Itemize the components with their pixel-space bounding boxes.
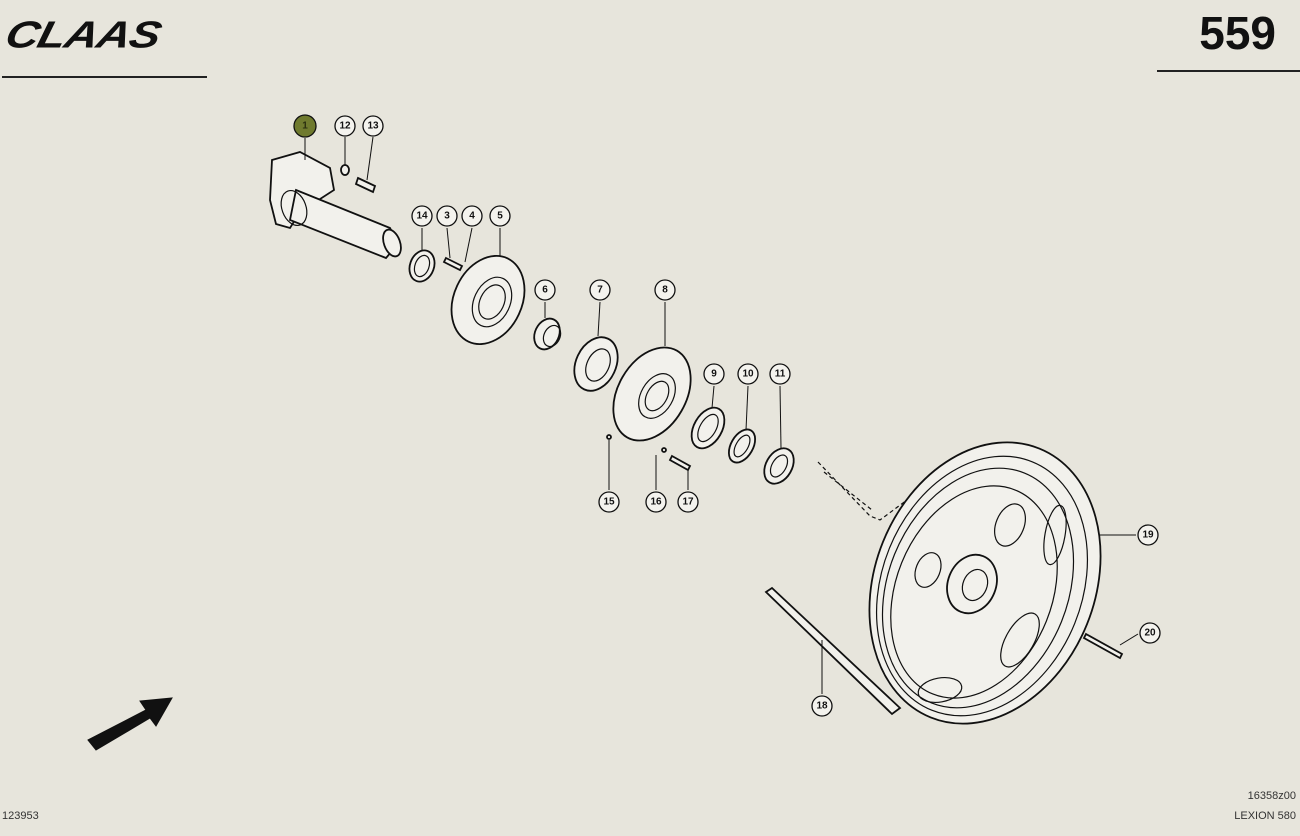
part-1-shaft	[269, 138, 402, 260]
callout-19[interactable]: 19	[1137, 524, 1159, 546]
model-name: LEXION 580	[1234, 810, 1296, 822]
svg-text:10: 10	[742, 369, 754, 380]
part-15-16-17-fasteners	[606, 434, 692, 490]
callout-13[interactable]: 13	[362, 115, 384, 137]
part-6-bushing	[533, 302, 562, 351]
svg-text:12: 12	[339, 121, 351, 132]
page-number-rule	[1157, 70, 1300, 72]
svg-text:16: 16	[650, 497, 662, 508]
part-3-4-bolt	[442, 227, 473, 272]
callout-17[interactable]: 17	[677, 491, 699, 513]
callout-9[interactable]: 9	[703, 363, 725, 385]
part-5-flange-bearing	[450, 228, 526, 345]
callout-8[interactable]: 8	[654, 279, 676, 301]
part-8-flange-plate	[612, 302, 692, 442]
svg-text:11: 11	[775, 369, 786, 380]
callout-7[interactable]: 7	[589, 279, 611, 301]
document-id: 123953	[2, 810, 39, 822]
callout-18[interactable]: 18	[811, 695, 833, 717]
callout-11[interactable]: 11	[769, 363, 791, 385]
svg-text:18: 18	[816, 701, 828, 712]
drawing-number: 16358z00	[1247, 790, 1296, 802]
svg-text:19: 19	[1142, 530, 1154, 541]
part-11-ring	[763, 385, 795, 485]
svg-text:14: 14	[416, 211, 428, 222]
callout-16[interactable]: 16	[645, 491, 667, 513]
svg-text:4: 4	[469, 211, 475, 222]
part-9-ring	[690, 385, 726, 450]
svg-text:3: 3	[444, 211, 450, 222]
callout-10[interactable]: 10	[737, 363, 759, 385]
part-19-pulley	[817, 441, 1136, 725]
callout-4[interactable]: 4	[461, 205, 483, 227]
part-12-13-fasteners	[340, 136, 377, 194]
logo-rule	[2, 76, 207, 78]
arrow-up-right-icon	[87, 697, 173, 751]
svg-text:7: 7	[597, 285, 603, 296]
callout-12[interactable]: 12	[334, 115, 356, 137]
svg-text:8: 8	[662, 285, 668, 296]
svg-text:9: 9	[711, 369, 717, 380]
callout-14[interactable]: 14	[411, 205, 433, 227]
svg-text:6: 6	[542, 285, 548, 296]
part-10-ring	[727, 385, 757, 464]
svg-text:15: 15	[603, 497, 615, 508]
callout-15[interactable]: 15	[598, 491, 620, 513]
part-18-belt	[764, 586, 902, 716]
svg-text:1: 1	[302, 121, 308, 132]
page-number: 559	[1199, 7, 1276, 59]
svg-text:17: 17	[682, 497, 694, 508]
part-20-bolt	[1082, 632, 1139, 660]
callout-20[interactable]: 20	[1139, 622, 1161, 644]
part-7-seal	[573, 301, 619, 392]
callout-5[interactable]: 5	[489, 205, 511, 227]
callout-1[interactable]: 1	[293, 114, 317, 138]
callout-6[interactable]: 6	[534, 279, 556, 301]
callout-3[interactable]: 3	[436, 205, 458, 227]
svg-text:13: 13	[367, 121, 379, 132]
svg-text:5: 5	[497, 211, 503, 222]
part-14-ring	[408, 228, 436, 283]
svg-text:20: 20	[1144, 628, 1156, 639]
